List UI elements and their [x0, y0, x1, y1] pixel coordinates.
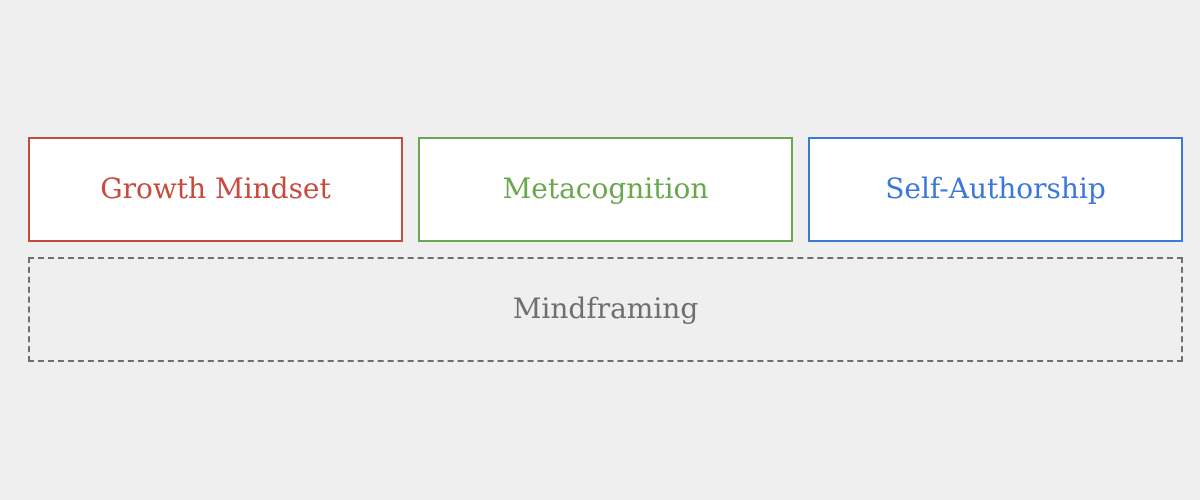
growth-mindset-box: Growth Mindset	[28, 137, 403, 242]
growth-mindset-label: Growth Mindset	[100, 171, 331, 205]
self-authorship-label: Self-Authorship	[885, 171, 1106, 205]
metacognition-label: Metacognition	[502, 171, 709, 205]
mindframing-label: Mindframing	[512, 291, 699, 325]
mindframing-foundation-box: Mindframing	[28, 257, 1183, 362]
self-authorship-box: Self-Authorship	[808, 137, 1183, 242]
metacognition-box: Metacognition	[418, 137, 793, 242]
